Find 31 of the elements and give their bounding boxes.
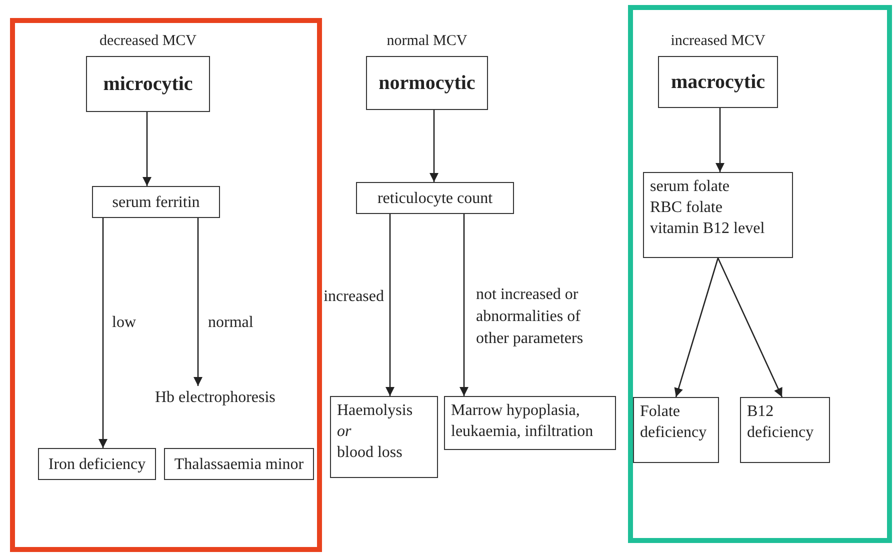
- heading-label: increased MCV: [670, 32, 766, 51]
- process-box: serum ferritin: [92, 186, 220, 218]
- arrow: [98, 218, 108, 448]
- arrow: [717, 258, 783, 398]
- process-box: Thalassaemia minor: [164, 448, 314, 480]
- arrow: [430, 110, 438, 182]
- process-box: B12 deficiency: [740, 397, 830, 463]
- edge-label: low: [112, 313, 137, 333]
- test-label: Hb electrophoresis: [155, 386, 305, 410]
- process-box: reticulocyte count: [356, 182, 514, 214]
- arrow: [194, 218, 202, 386]
- group-frame: [628, 5, 892, 543]
- arrow: [460, 214, 468, 396]
- category-box: microcytic: [86, 56, 210, 112]
- category-box: macrocytic: [658, 56, 778, 108]
- process-box: Haemolysis or blood loss: [330, 396, 438, 478]
- group-frame: [10, 18, 322, 552]
- arrow: [386, 214, 394, 396]
- arrow: [674, 258, 719, 398]
- arrow: [142, 112, 152, 186]
- process-box: Iron deficiency: [38, 448, 156, 480]
- arrow: [716, 108, 724, 172]
- edge-label: increased: [322, 287, 384, 307]
- edge-label: normal: [208, 313, 254, 333]
- edge-label: not increased or abnormalities of other parameters: [476, 285, 584, 349]
- process-box: Folate deficiency: [633, 397, 719, 463]
- process-box: serum folate RBC folate vitamin B12 level: [643, 172, 793, 258]
- heading-label: normal MCV: [386, 32, 468, 51]
- category-box: normocytic: [366, 56, 488, 110]
- heading-label: decreased MCV: [99, 32, 197, 51]
- process-box: Marrow hypoplasia, leukaemia, infiltration: [444, 396, 616, 450]
